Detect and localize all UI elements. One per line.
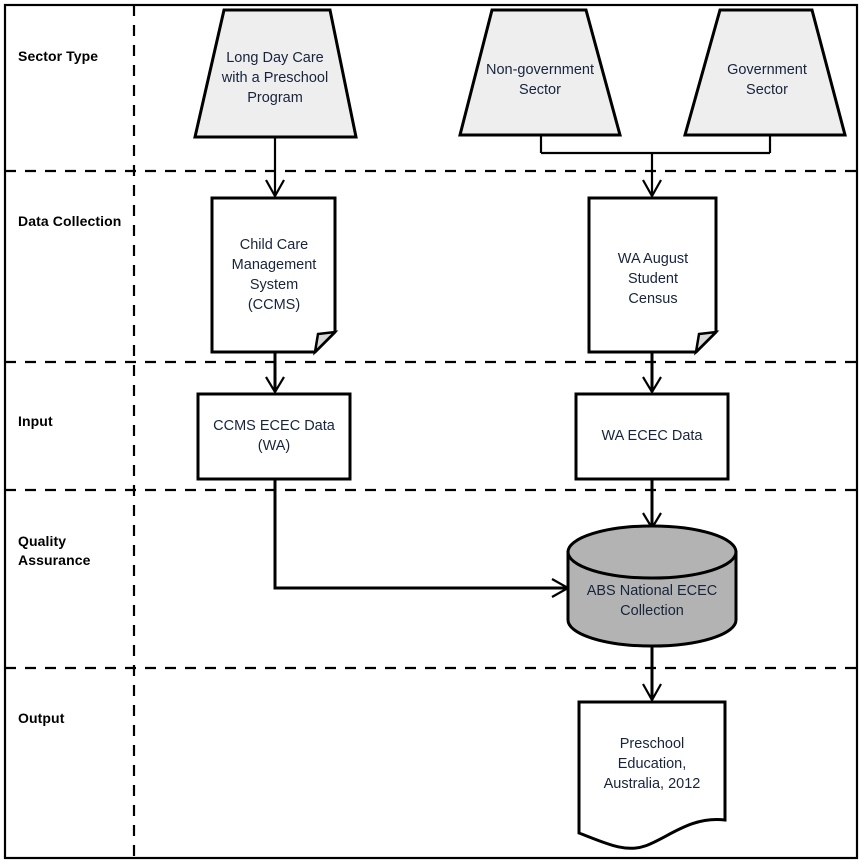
node-non-government-sector-shape	[458, 8, 622, 137]
connector-wa-ecec-data-to-collection	[642, 479, 662, 531]
node-ccms-shape	[210, 196, 339, 356]
connector-long-day-care-to-ccms	[265, 138, 285, 199]
diagram-outer-border	[3, 3, 859, 860]
node-label-preschool-education-australia-2012: Preschool Education, Australia, 2012	[603, 736, 701, 792]
node-long-day-care-shape	[193, 8, 358, 139]
node-label-ccms: Child Care Management System (CCMS)	[231, 237, 317, 313]
node-wa-ecec-data-shape	[574, 392, 730, 481]
node-label-long-day-care: Long Day Care with a Preschool Program	[221, 50, 329, 106]
connector-ccms-to-ccms-ecec-data	[265, 352, 285, 395]
node-government-sector-shape	[683, 8, 847, 137]
node-wa-august-student-census-shape	[587, 196, 720, 356]
connector-merge-to-wa-census	[642, 153, 662, 199]
node-label-abs-national-ecec-collection: ABS National ECEC Collection	[586, 583, 718, 619]
node-ccms-ecec-data-wa-shape	[196, 392, 352, 481]
connector-ccms-ecec-data-to-collection	[273, 479, 571, 598]
node-label-government-sector: Government Sector	[727, 62, 807, 98]
stage-label-data-collection: Data Collection	[18, 213, 122, 229]
connector-wa-census-to-wa-ecec-data	[642, 352, 662, 395]
node-label-ccms-ecec-data-wa: CCMS ECEC Data (WA)	[213, 418, 335, 454]
connector-collection-to-output	[642, 645, 662, 703]
node-label-non-government-sector: Non-government Sector	[486, 62, 594, 98]
node-preschool-education-australia-2012-shape	[577, 700, 727, 850]
node-abs-national-ecec-collection-shape	[566, 524, 738, 648]
stage-label-input: Input	[18, 413, 53, 429]
stage-label-quality-assurance: Quality Assurance	[18, 533, 91, 568]
node-label-wa-august-student-census: WA August Student Census	[617, 251, 689, 307]
connector-sectors-merge-bar	[539, 135, 772, 155]
stage-label-output: Output	[18, 710, 65, 726]
node-label-wa-ecec-data: WA ECEC Data	[601, 428, 703, 444]
stage-label-sector-type: Sector Type	[18, 48, 99, 64]
